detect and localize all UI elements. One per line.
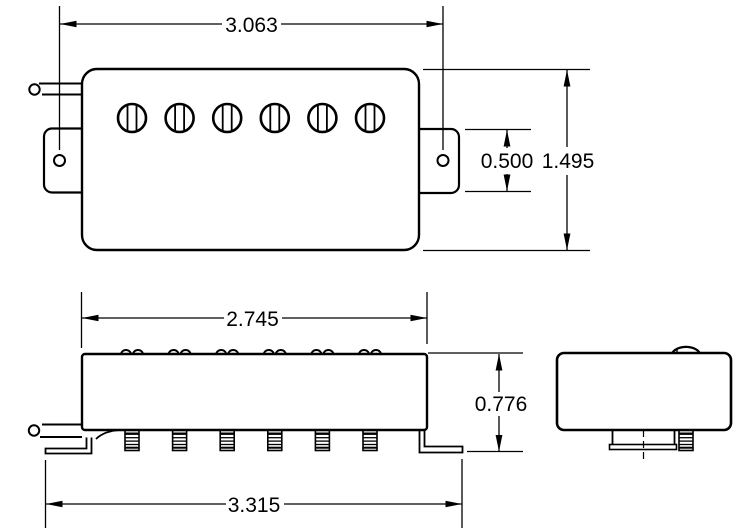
top-view: 3.063 0.500 1.495 <box>28 6 595 252</box>
arrowhead-right <box>410 314 427 322</box>
dimension-hole-spacing: 3.063 <box>58 6 444 150</box>
arrowhead-down <box>563 233 571 250</box>
arrowhead-right <box>445 500 462 508</box>
dimension-overall-height: 0.776 <box>428 352 528 453</box>
lead-wire-top-view <box>28 82 82 96</box>
dim-label-hole-spacing: 3.063 <box>225 14 278 37</box>
dimension-ear-height: 0.500 <box>465 128 534 193</box>
dim-label-ear-height: 0.500 <box>481 150 534 173</box>
pole-screw-thread-end-view <box>677 429 695 452</box>
pickup-body-top-view <box>80 67 421 252</box>
arrowhead-up <box>503 130 511 147</box>
pickup-body-end-view <box>555 351 733 432</box>
wire-loop-icon <box>27 424 41 437</box>
wire-loop-icon <box>28 83 41 96</box>
mounting-hole-left <box>53 154 66 167</box>
baseplate-bend-curve <box>95 429 121 440</box>
arrowhead-up <box>563 70 571 87</box>
arrowhead-left <box>82 314 99 322</box>
dim-label-baseplate-length: 3.315 <box>228 494 281 517</box>
dim-label-body-length: 2.745 <box>226 308 279 331</box>
pickup-body-side-view <box>80 352 429 432</box>
mounting-leg-right <box>418 430 464 454</box>
mounting-leg-left <box>44 437 93 455</box>
pole-screw-threads <box>123 429 379 452</box>
dimension-baseplate-length: 3.315 <box>44 459 463 528</box>
lead-wire-side-view <box>27 423 82 438</box>
arrowhead-up <box>495 354 503 371</box>
arrowhead-down <box>503 174 511 191</box>
dimension-body-length: 2.745 <box>80 292 428 348</box>
side-view: 2.745 0.776 3.315 <box>27 292 528 528</box>
arrowhead-right <box>426 20 443 28</box>
arrowhead-left <box>60 20 77 28</box>
dim-label-body-height: 1.495 <box>542 150 595 173</box>
arrowhead-down <box>495 435 503 452</box>
dimension-body-height: 1.495 <box>423 68 595 252</box>
arrowhead-left <box>46 500 63 508</box>
dim-label-overall-height: 0.776 <box>475 393 528 416</box>
mounting-hole-right <box>436 154 450 167</box>
end-view <box>555 345 733 463</box>
